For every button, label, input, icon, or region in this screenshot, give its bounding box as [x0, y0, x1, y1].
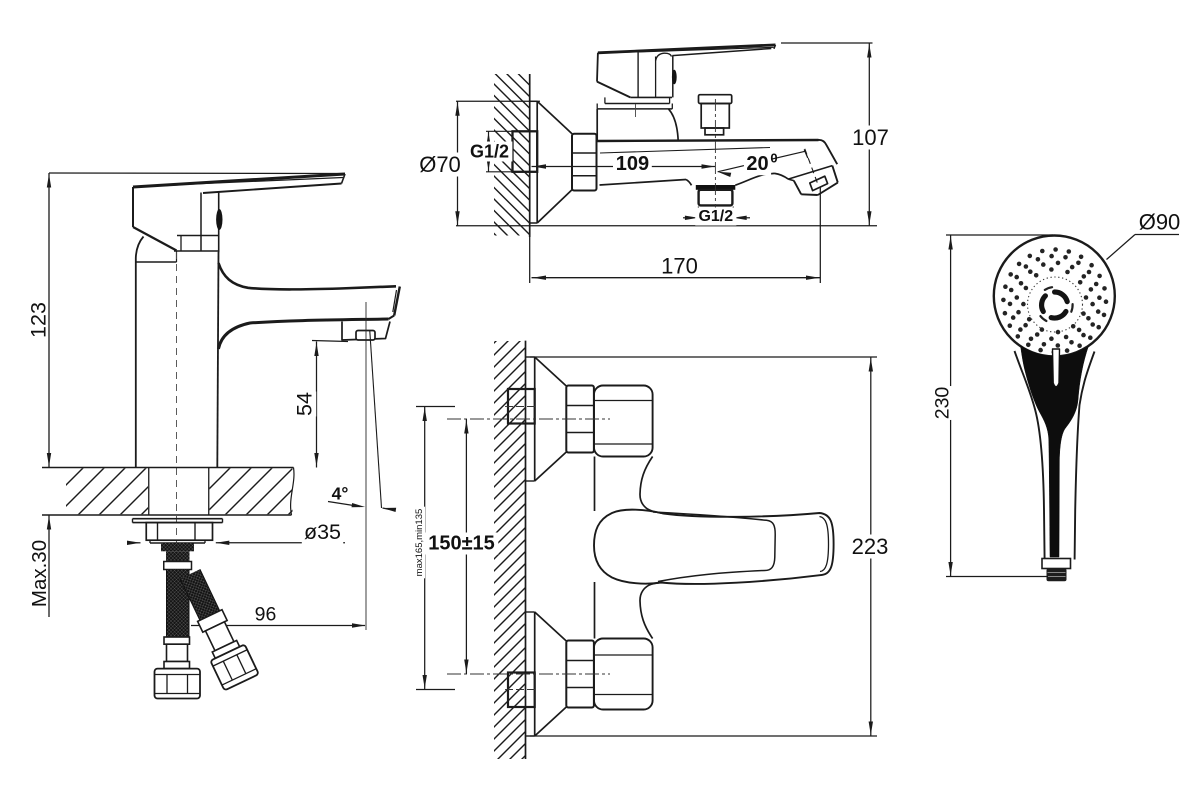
svg-text:150±15: 150±15 — [428, 533, 495, 555]
svg-text:223: 223 — [852, 534, 889, 559]
svg-text:109: 109 — [616, 153, 649, 175]
svg-text:123: 123 — [27, 302, 51, 338]
svg-text:G1/2: G1/2 — [470, 142, 509, 162]
svg-text:54: 54 — [293, 392, 317, 416]
svg-text:Ø70: Ø70 — [419, 152, 461, 177]
svg-text:Ø90: Ø90 — [1139, 210, 1181, 235]
svg-text:170: 170 — [661, 254, 698, 279]
svg-text:0: 0 — [770, 151, 777, 166]
svg-text:Max.30: Max.30 — [28, 540, 51, 607]
svg-text:4°: 4° — [332, 484, 349, 504]
svg-text:230: 230 — [932, 387, 954, 420]
svg-text:max165,min135: max165,min135 — [414, 509, 425, 577]
svg-text:20: 20 — [746, 153, 768, 175]
svg-text:ø35: ø35 — [304, 520, 341, 544]
svg-text:107: 107 — [852, 125, 889, 150]
svg-text:96: 96 — [255, 604, 277, 626]
svg-text:G1/2: G1/2 — [698, 208, 733, 225]
